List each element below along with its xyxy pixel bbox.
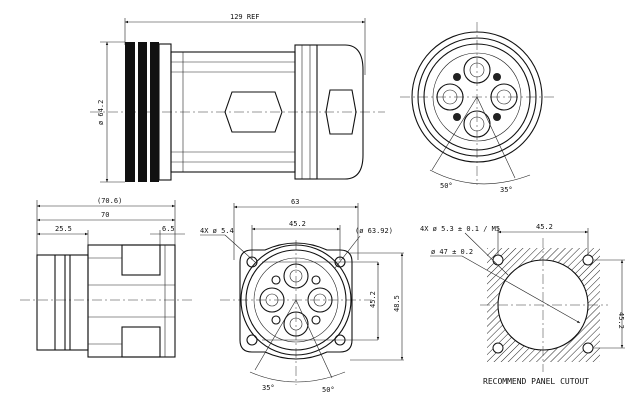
cutout-hole-spacing-h-label: 45.2 xyxy=(536,223,553,231)
top-side-view: 129 REF ø 64.2 xyxy=(90,13,385,183)
cutout-diameter-label: ø 47 ± 0.2 xyxy=(431,248,473,256)
flange-width-label: 63 xyxy=(291,198,299,206)
diameter-label: ø 64.2 xyxy=(97,100,105,125)
panel-cutout-caption: RECOMMEND PANEL CUTOUT xyxy=(483,377,589,386)
flange-view: 63 45.2 4X ø 5.4 (ø 63.92) 45.2 48.5 35°… xyxy=(200,198,404,394)
flange-hole-spacing-h-label: 45.2 xyxy=(289,220,306,228)
flange-hole-spacing-v-label: 45.2 xyxy=(369,291,377,308)
bottom-side-view: (70.6) 70 25.5 6.5 xyxy=(20,197,195,358)
length-label: 70 xyxy=(101,211,109,219)
length-ref-label: 129 REF xyxy=(230,13,260,21)
top-front-view: 50° 35° xyxy=(400,22,555,194)
overall-ref-label: (70.6) xyxy=(97,197,122,205)
flange-angle-left-label: 35° xyxy=(262,384,275,392)
front-part-label: 25.5 xyxy=(55,225,72,233)
threaded-holes-label: 4X ø 5.3 ± 0.1 / M5 xyxy=(420,225,500,233)
flange-angle-right-label: 50° xyxy=(322,386,335,394)
flange-height-label: 48.5 xyxy=(393,295,401,312)
angle-left-label: 50° xyxy=(440,182,453,190)
cutout-hole-spacing-v-label: 45.2 xyxy=(617,312,625,329)
panel-cutout-view: 45.2 45.2 4X ø 5.3 ± 0.1 / M5 ø 47 ± 0.2… xyxy=(420,223,625,386)
angle-right-label: 35° xyxy=(500,186,513,194)
rear-part-label: 6.5 xyxy=(162,225,175,233)
mount-holes-label: 4X ø 5.4 xyxy=(200,227,234,235)
pcd-label: (ø 63.92) xyxy=(355,227,393,235)
